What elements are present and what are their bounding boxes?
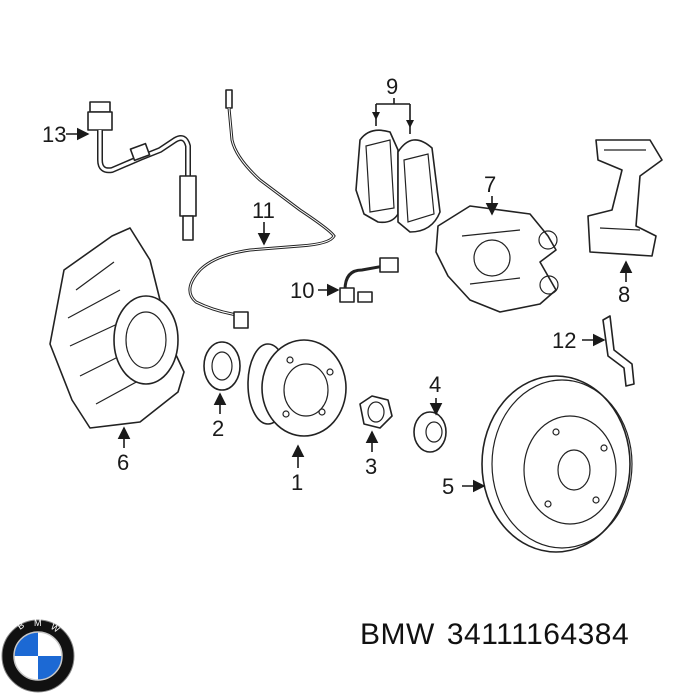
svg-text:B: B bbox=[15, 620, 26, 632]
leader-lines bbox=[66, 98, 633, 493]
callout-9: 9 bbox=[386, 74, 398, 99]
caliper-carrier-part bbox=[587, 139, 663, 257]
callout-8: 8 bbox=[618, 282, 630, 307]
callout-1: 1 bbox=[291, 470, 303, 495]
short-wear-sensor-part bbox=[339, 257, 399, 303]
wheel-hub-part bbox=[247, 339, 347, 437]
brand-label: BMW bbox=[360, 618, 435, 651]
bmw-logo-icon: B M W bbox=[1, 618, 75, 693]
svg-text:M: M bbox=[34, 618, 42, 628]
callout-11: 11 bbox=[252, 198, 275, 223]
knuckle-flange-part bbox=[113, 295, 179, 385]
callout-3: 3 bbox=[365, 454, 377, 479]
callout-labels: 13 11 9 7 8 10 12 6 2 1 3 4 5 bbox=[42, 74, 630, 499]
wear-sensor-cable-part bbox=[188, 89, 336, 329]
callout-4: 4 bbox=[429, 372, 441, 397]
callout-12: 12 bbox=[552, 328, 576, 353]
brake-pads-part bbox=[355, 129, 441, 233]
hub-cap-part bbox=[413, 411, 447, 453]
brake-disc-part bbox=[481, 375, 633, 553]
callout-10: 10 bbox=[290, 278, 314, 303]
callout-2: 2 bbox=[212, 416, 224, 441]
sensor-bracket-part bbox=[602, 315, 635, 387]
part-number: 34111164384 bbox=[446, 618, 630, 651]
callout-6: 6 bbox=[117, 450, 129, 475]
callout-7: 7 bbox=[484, 172, 496, 197]
callout-13: 13 bbox=[42, 122, 66, 147]
collar-nut-part bbox=[359, 395, 393, 429]
seal-ring-part bbox=[203, 341, 241, 391]
brake-caliper-part bbox=[435, 205, 559, 313]
brake-hose-part bbox=[87, 101, 197, 241]
callout-5: 5 bbox=[442, 474, 454, 499]
part-caption: BMW 34111164384 bbox=[360, 618, 641, 652]
